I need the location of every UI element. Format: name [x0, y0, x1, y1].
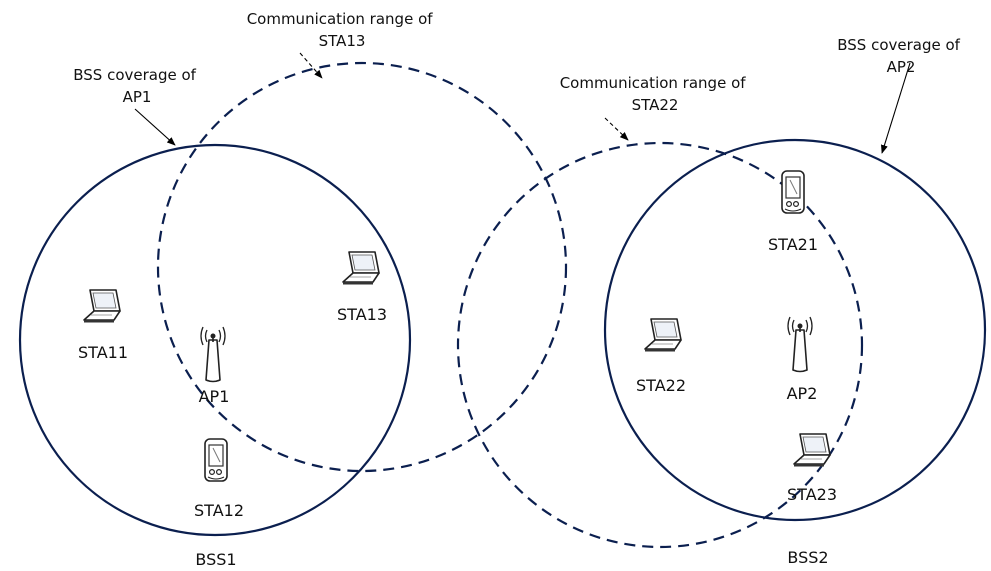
sta22-laptop-icon: [644, 318, 682, 353]
sta12-label: STA12: [194, 501, 244, 520]
sta13-range-label: Communication range of STA13: [247, 10, 438, 50]
sta13-range-circle: [156, 61, 568, 473]
bss2-coverage-circle: [603, 138, 987, 522]
sta21-label: STA21: [768, 235, 818, 254]
sta13-label: STA13: [337, 305, 387, 324]
sta23-laptop-icon: [793, 433, 831, 468]
bss2-callout-arrow: [880, 62, 911, 154]
ap2-access-point-icon: [787, 316, 813, 373]
bss1-coverage-circle: [18, 143, 412, 537]
sta11-label: STA11: [78, 343, 128, 362]
sta22-callout-arrow: [604, 117, 629, 141]
bss1-callout-arrow: [134, 108, 176, 146]
ap1-access-point-icon: [200, 326, 226, 383]
sta22-range-label: Communication range of STA22: [560, 74, 751, 114]
sta12-pda-phone-icon: [204, 438, 228, 482]
bss1-name: BSS1: [195, 550, 236, 569]
bss1-coverage-label: BSS coverage of AP1: [73, 66, 200, 106]
sta13-laptop-icon: [342, 251, 380, 286]
ap2-label: AP2: [787, 384, 818, 403]
sta13-callout-arrow: [299, 52, 323, 79]
sta21-pda-phone-icon: [781, 170, 805, 214]
sta22-label: STA22: [636, 376, 686, 395]
bss2-coverage-label: BSS coverage of AP2: [837, 36, 964, 76]
bss2-name: BSS2: [787, 548, 828, 567]
sta11-laptop-icon: [83, 289, 121, 324]
sta22-range-circle: [456, 141, 864, 549]
ap1-label: AP1: [199, 387, 230, 406]
sta23-label: STA23: [787, 485, 837, 504]
